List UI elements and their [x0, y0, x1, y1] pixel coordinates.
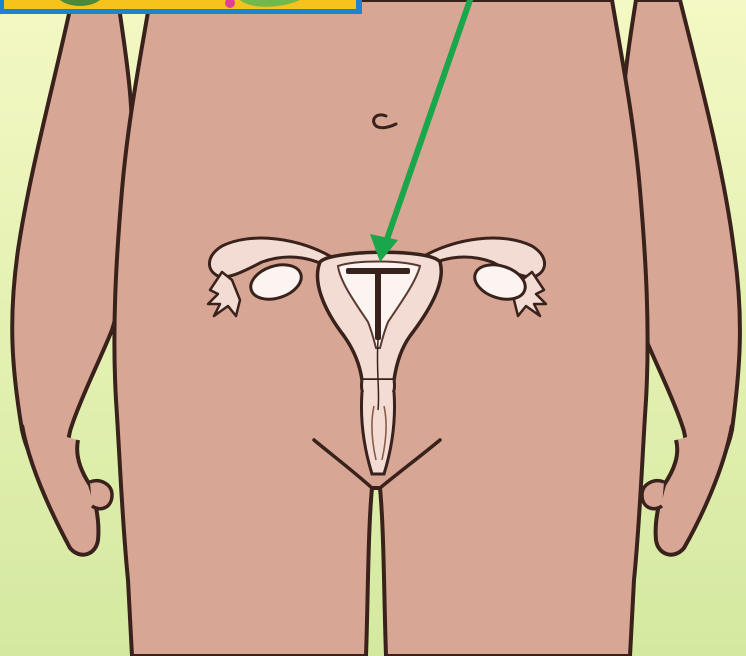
- left-thumb: [90, 481, 112, 509]
- right-thumb: [642, 481, 664, 509]
- inset-thumbnail-image: [4, 0, 356, 9]
- iud-stem: [375, 270, 381, 340]
- inset-thumbnail: [0, 0, 362, 14]
